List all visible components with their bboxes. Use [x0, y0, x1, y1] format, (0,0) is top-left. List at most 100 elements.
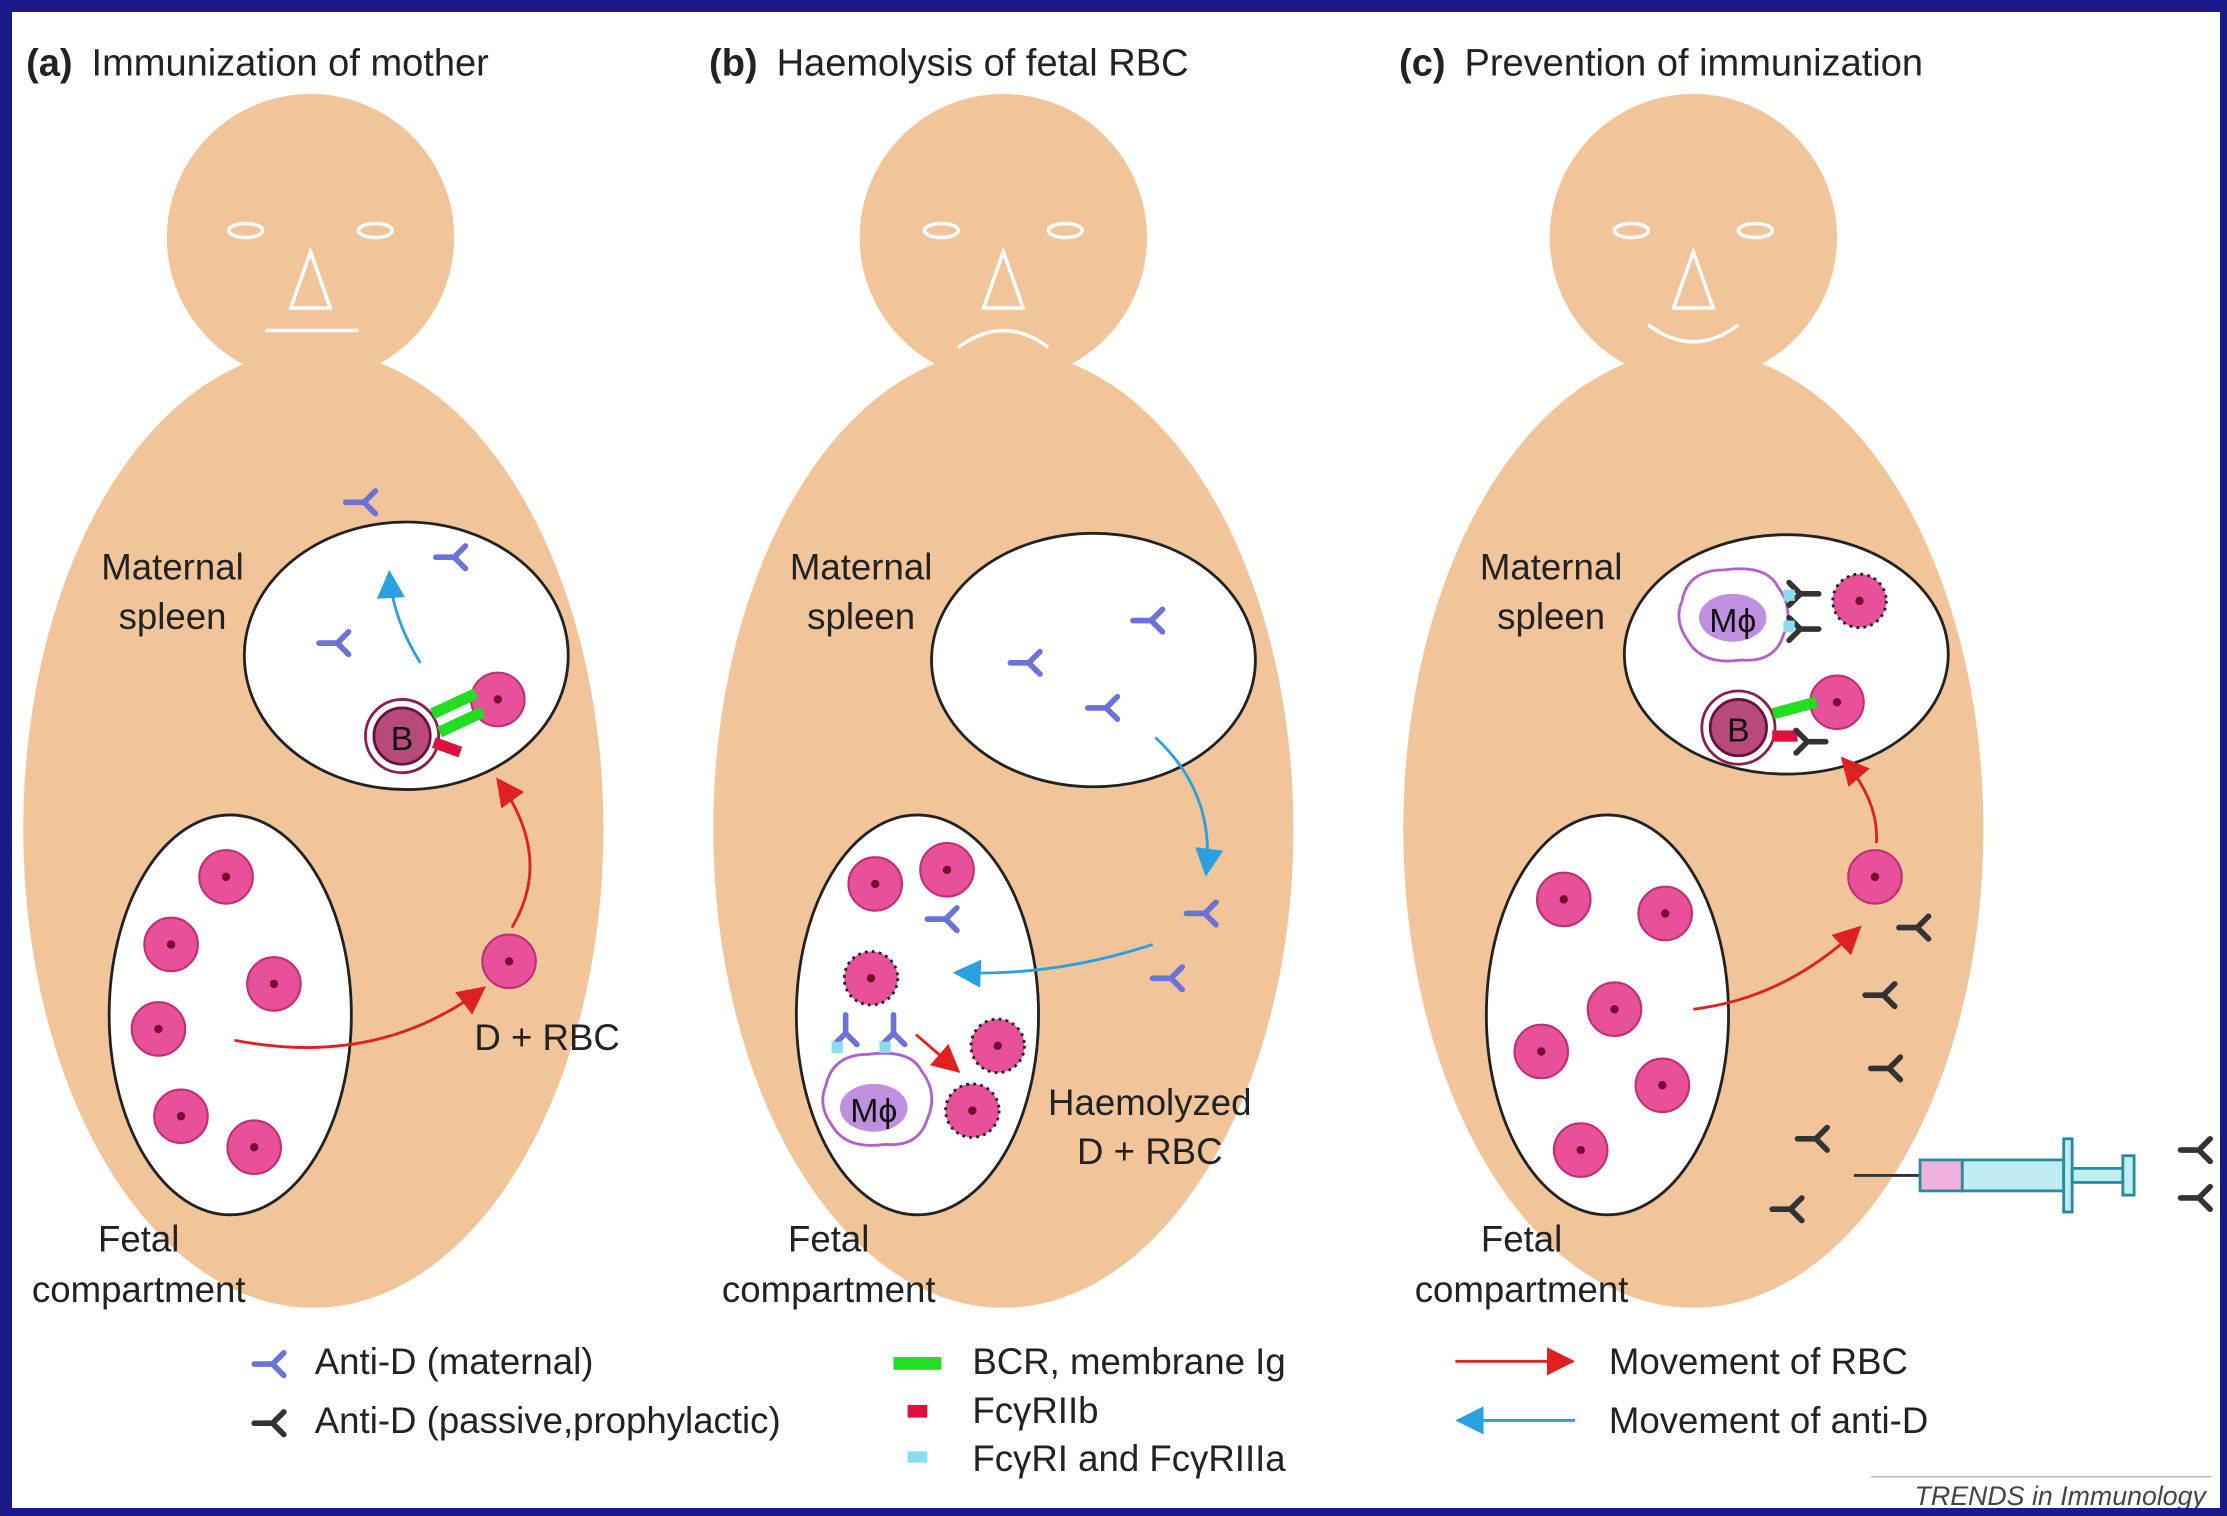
journal-credit: TRENDS in Immunology [1915, 1481, 2208, 1508]
bcr-swatch [893, 1357, 942, 1370]
fetal-label-2: compartment [32, 1269, 246, 1310]
rbc [1513, 1023, 1570, 1080]
fcgriib-swatch [907, 1404, 928, 1418]
rbc [153, 1088, 209, 1145]
rbc [246, 956, 302, 1012]
figure-panel: (a) Immunization of mother Maternal sple… [12, 12, 2220, 1511]
haemolyzed-label-1: Haemolyzed [1048, 1082, 1251, 1123]
syringe-icon [1853, 1137, 2136, 1214]
panel-b-title: (b) Haemolysis of fetal RBC [709, 43, 1189, 85]
maternal-spleen-label-2: spleen [1497, 596, 1605, 637]
rbc [1552, 1122, 1609, 1178]
sad-face-icon [922, 221, 1084, 349]
macrophage-label: Mϕ [1709, 602, 1756, 640]
rbc [481, 933, 537, 990]
neutral-face-icon [227, 221, 394, 333]
b-cell-label: B [391, 720, 414, 758]
d-rbc-label: D + RBC [474, 1017, 619, 1058]
haemolyzed-rbc [842, 950, 900, 1007]
rbc-to-spleen-arrow [496, 777, 532, 929]
panel-b: (b) Haemolysis of fetal RBC Maternal spl… [709, 43, 1294, 1310]
mother-body [23, 350, 604, 1308]
legend-fcgri: FcγRI and FcγRIIIa [972, 1438, 1286, 1479]
fcgri-swatch [907, 1451, 928, 1463]
fcgri-receptor [831, 1041, 843, 1053]
fcgri-receptor [1783, 589, 1795, 601]
rbc [847, 856, 904, 912]
bcr-receptor [1771, 696, 1818, 720]
fetal-rbc-group [130, 671, 537, 1176]
maternal-spleen-label-2: spleen [119, 596, 227, 637]
anti-d-movement-arrow [376, 569, 422, 664]
panel-a: (a) Immunization of mother Maternal sple… [23, 43, 620, 1310]
haemolyzed-rbc [969, 1017, 1026, 1075]
maternal-spleen-label-1: Maternal [101, 547, 243, 588]
legend-anti-d-maternal: Anti-D (maternal) [315, 1341, 594, 1382]
haemolyzed-rbc [1831, 572, 1888, 630]
mother-head [859, 93, 1147, 382]
legend-fcgriib: FcγRIIb [972, 1390, 1098, 1431]
happy-face-icon [1612, 221, 1774, 344]
fetal-rbc-group [842, 842, 1026, 1139]
anti-d-to-fetus-arrow [952, 943, 1154, 988]
anti-d-movement-arrow [1154, 736, 1224, 877]
panel-c: (c) Prevention of immunization Maternal … [1399, 43, 2211, 1310]
rbc [1634, 1057, 1691, 1114]
mother-head [166, 93, 455, 382]
legend-movement-anti-d: Movement of anti-D [1609, 1400, 1928, 1441]
panel-a-title-text: Immunization of mother [92, 43, 490, 85]
rbc [919, 842, 975, 898]
rbc [198, 849, 254, 905]
legend: Anti-D (maternal) Anti-D (passive,prophy… [254, 1341, 1928, 1479]
rbc [1809, 674, 1865, 731]
rbc [1535, 871, 1592, 928]
panel-c-letter: (c) [1399, 43, 1445, 85]
rbc-movement-arrow [1693, 925, 1862, 1011]
panel-a-title: (a) Immunization of mother [26, 43, 489, 85]
panel-c-title: (c) Prevention of immunization [1399, 43, 1923, 85]
legend-movement-rbc: Movement of RBC [1609, 1341, 1908, 1382]
rbc-movement-arrow [915, 1033, 961, 1074]
fetal-label-1: Fetal [98, 1218, 179, 1259]
rbc-movement-arrow [234, 986, 486, 1049]
fetal-label-1: Fetal [788, 1218, 869, 1259]
fcgriib-receptor [431, 737, 463, 758]
maternal-spleen-label-1: Maternal [790, 547, 932, 588]
rbc [143, 916, 199, 973]
maternal-spleen [930, 531, 1257, 789]
rbc [1586, 981, 1643, 1038]
antibody-icon [2181, 1139, 2211, 1162]
legend-bcr: BCR, membrane Ig [972, 1341, 1285, 1382]
fetal-rbc-group [1513, 572, 1903, 1178]
rbc [130, 1001, 187, 1057]
passive-antibody-icon [254, 1412, 284, 1435]
b-cell-label: B [1727, 712, 1750, 750]
rbc-to-spleen-arrow [1840, 756, 1878, 844]
fetal-compartment [794, 813, 1040, 1217]
maternal-antibody-icon [254, 1353, 284, 1376]
panel-b-letter: (b) [709, 43, 758, 85]
rh-immunization-diagram: (a) Immunization of mother Maternal sple… [23, 43, 2220, 1511]
panel-a-letter: (a) [26, 43, 72, 85]
maternal-spleen-label-2: spleen [807, 596, 915, 637]
fcgri-receptor [1783, 620, 1795, 632]
rbc [1847, 849, 1903, 905]
bcr-receptor [430, 688, 479, 719]
panel-b-title-text: Haemolysis of fetal RBC [777, 43, 1189, 85]
mother-head [1549, 93, 1837, 382]
fetal-label-2: compartment [1415, 1269, 1629, 1310]
legend-anti-d-passive: Anti-D (passive,prophylactic) [315, 1400, 781, 1441]
fetal-label-2: compartment [722, 1269, 936, 1310]
fcgri-receptor [879, 1041, 891, 1053]
fcgriib-receptor [1772, 730, 1798, 742]
macrophage-label: Mϕ [850, 1092, 897, 1130]
rbc [1637, 885, 1693, 942]
antibody-icon [2181, 1187, 2211, 1210]
rbc [226, 1119, 283, 1176]
haemolyzed-rbc [944, 1082, 1001, 1139]
maternal-spleen-label-1: Maternal [1480, 547, 1622, 588]
mother-body [1403, 350, 1984, 1308]
fetal-label-1: Fetal [1481, 1218, 1562, 1259]
panel-c-title-text: Prevention of immunization [1465, 43, 1924, 85]
